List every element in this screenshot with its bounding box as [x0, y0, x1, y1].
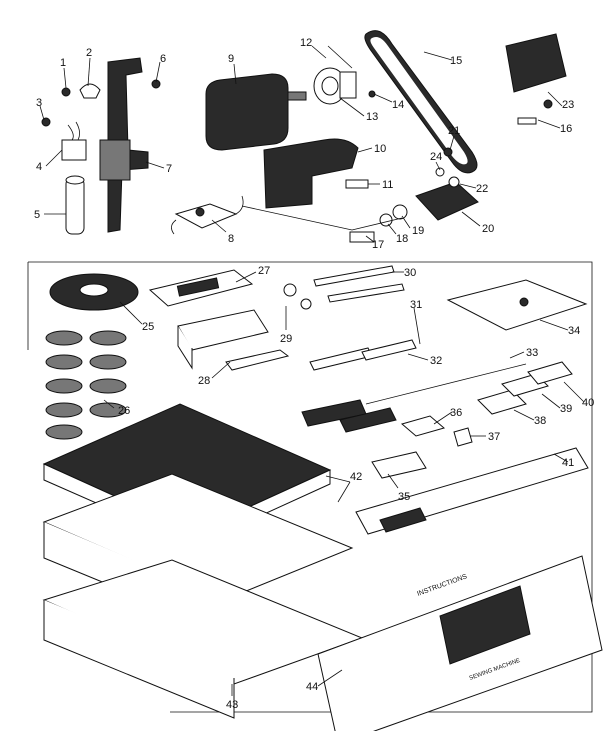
callout-26: 26 — [118, 405, 130, 417]
part-washer-24 — [435, 167, 445, 177]
part-presser-foot-40 — [527, 361, 573, 385]
part-bobbin-set — [45, 330, 127, 440]
callout-5: 5 — [34, 209, 40, 221]
part-clip-2 — [79, 83, 101, 99]
callout-30: 30 — [404, 267, 416, 279]
part-oiler — [225, 349, 290, 371]
part-screw-1 — [61, 87, 71, 97]
callout-24: 24 — [430, 151, 442, 163]
callout-25: 25 — [142, 321, 154, 333]
callout-12: 12 — [300, 37, 312, 49]
upper-parts-group — [41, 30, 567, 243]
callout-23: 23 — [562, 99, 574, 111]
callout-35: 35 — [398, 491, 410, 503]
part-tension-assembly — [61, 139, 87, 161]
callout-4: 4 — [36, 161, 42, 173]
part-screw-11 — [345, 179, 369, 189]
callout-37: 37 — [488, 431, 500, 443]
callout-32: 32 — [430, 355, 442, 367]
callout-7: 7 — [166, 163, 172, 175]
callout-42: 42 — [350, 471, 362, 483]
callout-31: 31 — [410, 299, 422, 311]
callout-9: 9 — [228, 53, 234, 65]
callout-18: 18 — [396, 233, 408, 245]
callout-2: 2 — [86, 47, 92, 59]
part-thread-guide-bracket — [107, 57, 149, 233]
callout-11: 11 — [382, 179, 393, 191]
part-screwdriver-32 — [339, 407, 397, 433]
callout-19: 19 — [412, 225, 424, 237]
callout-39: 39 — [560, 403, 572, 415]
callout-17: 17 — [372, 239, 384, 251]
callout-13: 13 — [366, 111, 378, 123]
part-screw-3 — [41, 117, 51, 127]
part-screw-21 — [443, 147, 453, 157]
booklet-title: INSTRUCTIONS — [416, 573, 468, 598]
part-plate-34 — [446, 279, 588, 331]
callout-15: 15 — [450, 55, 462, 67]
accessories-group: INSTRUCTIONS SEWING MACHINE — [42, 265, 603, 731]
callout-27: 27 — [258, 265, 270, 277]
part-switch — [174, 203, 238, 229]
part-screwdriver-31b — [361, 339, 417, 361]
part-block-23 — [505, 33, 567, 93]
part-washer-29a — [283, 283, 297, 297]
callout-1: 1 — [60, 57, 66, 69]
leader-lines — [39, 45, 585, 696]
callout-3: 3 — [36, 97, 42, 109]
callout-labels: 1 2 3 4 5 6 7 8 9 10 11 12 13 14 15 16 1… — [34, 37, 594, 711]
callout-43: 43 — [226, 699, 238, 711]
callout-41: 41 — [562, 457, 574, 469]
part-washer-18 — [379, 213, 393, 227]
part-motor-bracket — [263, 138, 359, 209]
part-rod-30a — [313, 265, 395, 287]
part-screw-17 — [349, 231, 375, 243]
callout-21: 21 — [448, 125, 460, 137]
callout-40: 40 — [582, 397, 594, 409]
callout-10: 10 — [374, 143, 386, 155]
callout-34: 34 — [568, 325, 580, 337]
part-washer-19 — [392, 204, 408, 220]
callout-16: 16 — [560, 123, 572, 135]
callout-14: 14 — [392, 99, 404, 111]
callout-38: 38 — [534, 415, 546, 427]
callout-22: 22 — [476, 183, 488, 195]
part-washer-22 — [448, 176, 460, 188]
callout-36: 36 — [450, 407, 462, 419]
part-presser-foot-37 — [453, 427, 473, 447]
callout-6: 6 — [160, 53, 166, 65]
callout-44: 44 — [306, 681, 318, 693]
callout-28: 28 — [198, 375, 210, 387]
part-motor — [205, 73, 289, 151]
callout-33: 33 — [526, 347, 538, 359]
part-attachment-35 — [371, 451, 427, 479]
part-presser-foot-36 — [400, 415, 446, 437]
part-spool-pin — [65, 177, 85, 235]
part-screwdriver-31a — [309, 347, 373, 371]
callout-20: 20 — [482, 223, 494, 235]
part-washer-29b — [300, 298, 312, 310]
part-rod-30b — [327, 283, 405, 303]
callout-29: 29 — [280, 333, 292, 345]
part-plate-20 — [415, 181, 479, 221]
part-box-28 — [177, 309, 269, 351]
part-screw-14 — [368, 90, 376, 98]
part-screw-16 — [517, 117, 537, 125]
part-plate-7 — [99, 139, 131, 181]
callout-8: 8 — [228, 233, 234, 245]
